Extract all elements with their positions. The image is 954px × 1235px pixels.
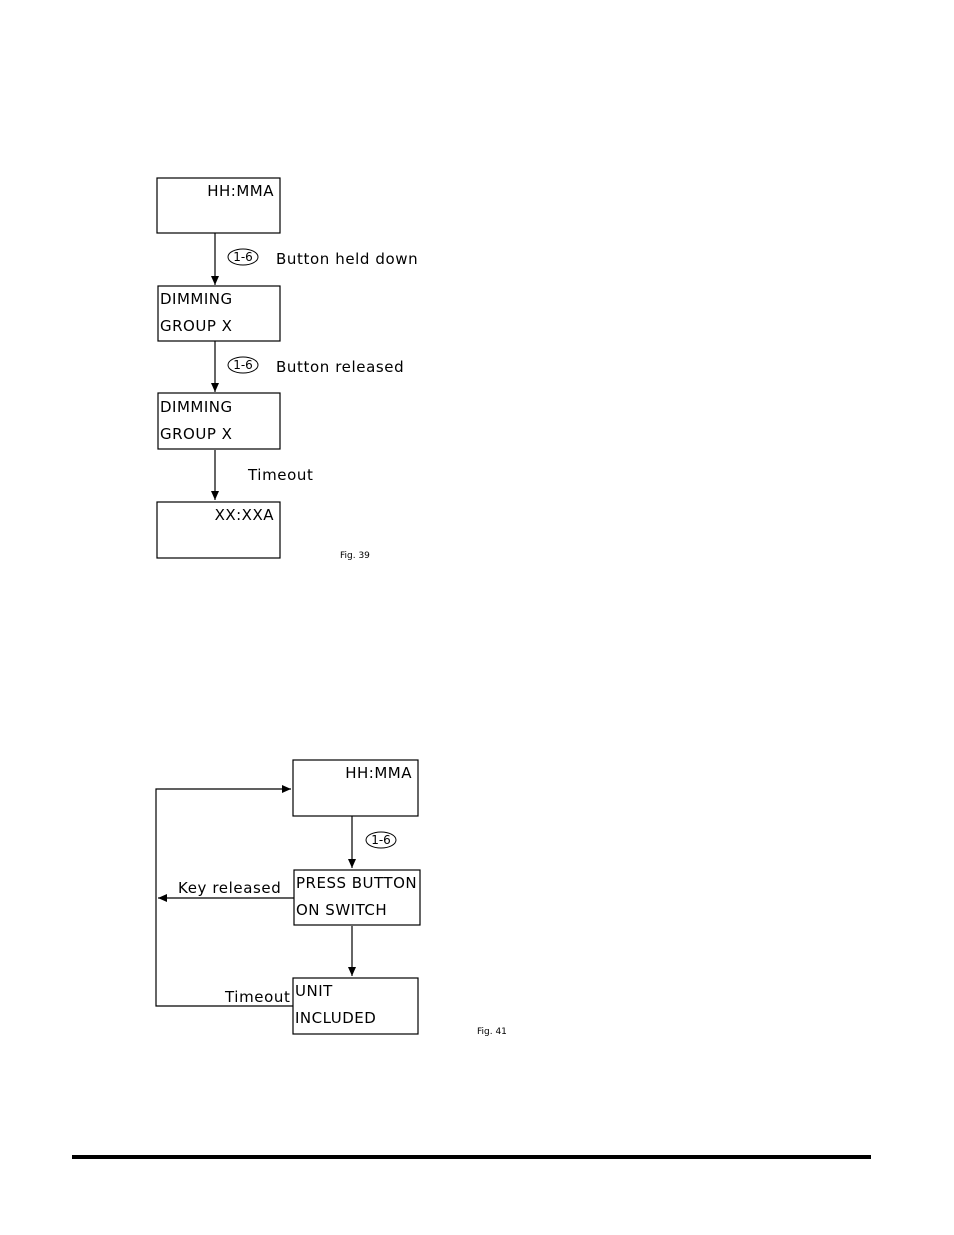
footer-rule [72,1155,871,1159]
fig39-display-final-text: XX:XXA [215,506,275,524]
fig41-display-press-line2: ON SWITCH [296,901,387,919]
svg-text:1-6: 1-6 [233,250,253,264]
fig41-caption: Fig. 41 [477,1027,507,1037]
fig41-display-press-line1: PRESS BUTTON [296,874,417,892]
fig39-step-label-held: Button held down [276,250,418,268]
fig39-display-dimming-1-line1: DIMMING [160,290,233,308]
fig39-display-dimming-1-line2: GROUP X [160,317,232,335]
fig39-display-clock-text: HH:MMA [207,182,274,200]
fig41-display-clock-text: HH:MMA [345,764,412,782]
fig39-display-dimming-2-line1: DIMMING [160,398,233,416]
fig41-display-unit-line1: UNIT [295,982,333,1000]
fig41-loop-label-timeout: Timeout [224,988,290,1006]
fig39-button-1-6-icon-2: 1-6 [228,357,258,373]
svg-text:1-6: 1-6 [371,833,391,847]
fig39-button-1-6-icon: 1-6 [228,249,258,265]
fig39-caption: Fig. 39 [340,551,370,561]
svg-text:1-6: 1-6 [233,358,253,372]
fig39-step-label-released: Button released [276,358,404,376]
fig41-loop-label-key-released: Key released [178,879,281,897]
fig41-display-unit-line2: INCLUDED [295,1009,376,1027]
fig39-diagram: HH:MMA 1-6 Button held down DIMMING GROU… [157,178,418,561]
fig41-diagram: HH:MMA 1-6 PRESS BUTTON ON SWITCH UNIT I… [156,760,507,1037]
fig41-button-1-6-icon: 1-6 [366,832,396,848]
fig39-step-label-timeout: Timeout [247,466,313,484]
fig39-display-dimming-2-line2: GROUP X [160,425,232,443]
